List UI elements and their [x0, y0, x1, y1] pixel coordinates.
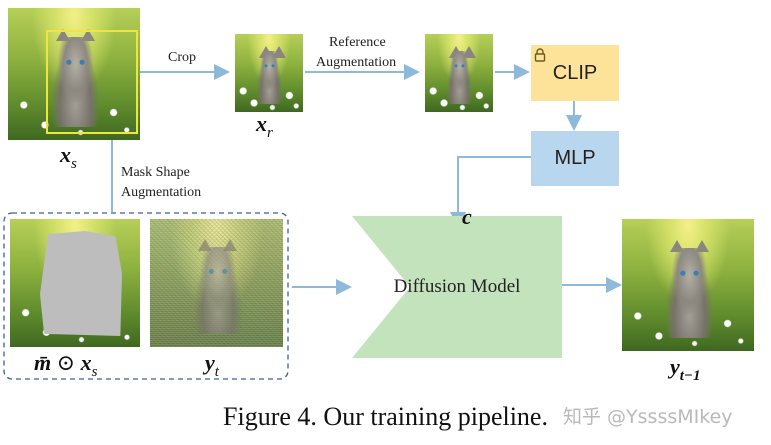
- kitten-figure: [255, 51, 284, 105]
- mask-region: [40, 231, 122, 336]
- label-x-r: xr: [256, 111, 273, 142]
- label-mask-augmentation: Augmentation: [121, 185, 202, 200]
- cropped-image: [235, 34, 303, 112]
- figure-caption: Figure 4. Our training pipeline.: [223, 402, 548, 431]
- label-mask-shape: Mask Shape: [121, 165, 190, 180]
- label-augmentation: Augmentation: [316, 55, 397, 70]
- mlp-label: MLP: [554, 147, 596, 169]
- noisy-image: [150, 219, 283, 347]
- diffusion-model-label: Diffusion Model: [372, 272, 542, 302]
- label-c: c: [462, 204, 472, 229]
- diffusion-model-text: Diffusion Model: [393, 276, 521, 297]
- output-image: [622, 219, 754, 351]
- mlp-box: MLP: [531, 131, 619, 186]
- augmented-reference-image: [425, 34, 493, 112]
- label-y-t-minus-1: yt−1: [670, 354, 701, 385]
- label-x-s: xs: [60, 142, 77, 173]
- label-masked-input: m̄ ⊙ xs: [34, 350, 98, 381]
- label-reference: Reference: [329, 35, 386, 50]
- lock-icon: [534, 48, 546, 62]
- crop-box: [46, 30, 138, 134]
- source-image: [8, 8, 140, 140]
- input-group-dashed-box: [3, 212, 289, 380]
- kitten-figure: [661, 248, 718, 338]
- arrow-mlp-to-diffusion: [450, 156, 531, 228]
- kitten-figure: [445, 51, 474, 105]
- clip-box: CLIP: [531, 45, 619, 101]
- label-y-t: yt: [205, 350, 219, 381]
- label-crop: Crop: [168, 50, 196, 65]
- clip-label: CLIP: [552, 61, 598, 84]
- kitten-figure: [47, 37, 104, 127]
- diffusion-model-shape: [352, 216, 562, 358]
- kitten-figure: [189, 247, 246, 335]
- watermark: 知乎 @YssssMIkey: [563, 406, 733, 428]
- masked-image: [10, 219, 140, 347]
